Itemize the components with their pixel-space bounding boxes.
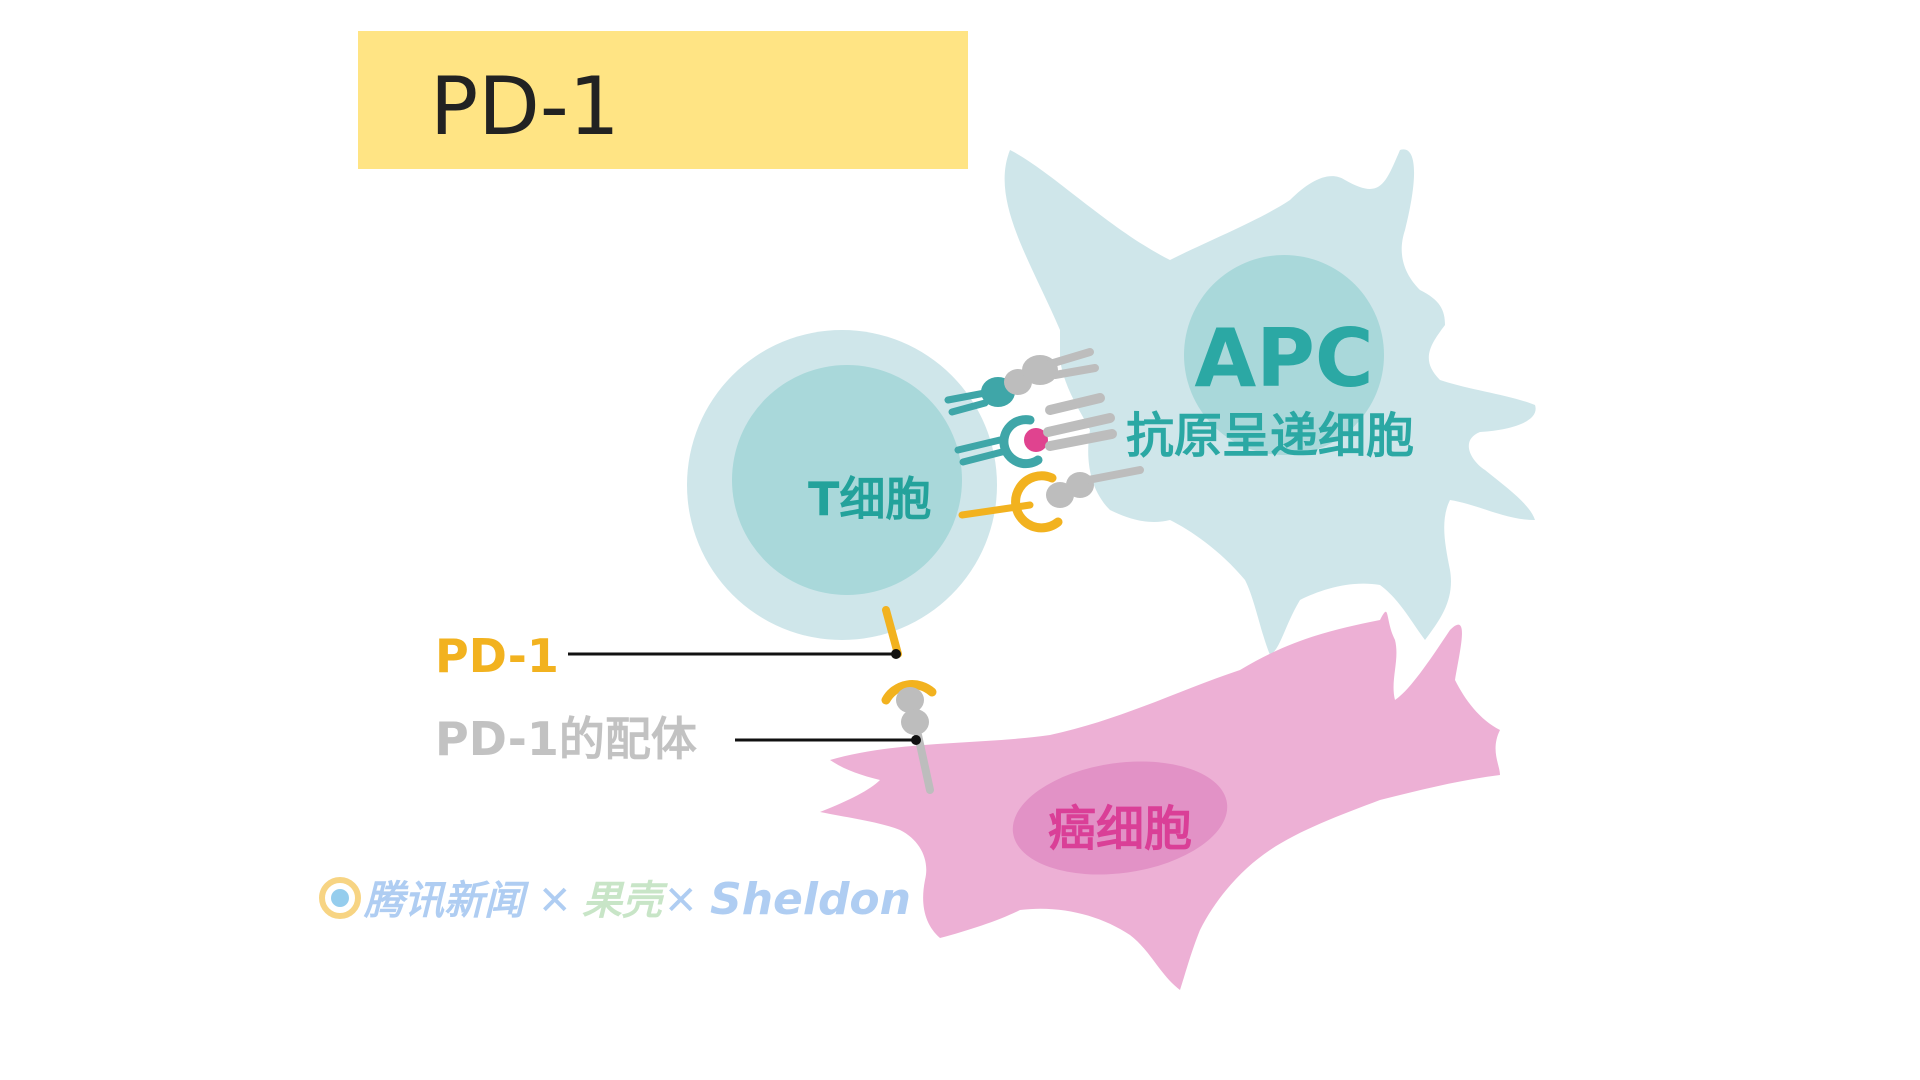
pd1-ligand-label: PD-1的配体	[435, 712, 697, 766]
watermark-part1: 腾讯新闻	[363, 878, 530, 924]
watermark-sep1: ✕	[538, 878, 572, 924]
ligand-leader-dot	[911, 735, 921, 745]
t-cell-label-text: T细胞	[808, 472, 931, 526]
title-bar	[358, 31, 968, 169]
apc-label: APC	[1194, 312, 1373, 405]
pd1-label: PD-1	[435, 629, 559, 683]
receptor-pair-top	[944, 348, 1099, 416]
cancer-nucleus	[1012, 761, 1228, 875]
cancer-cell-label: 癌细胞	[1048, 801, 1192, 857]
apc-full-label: 抗原呈递细胞	[1126, 408, 1414, 464]
watermark-part2: 果壳	[582, 878, 668, 924]
watermark: 腾讯新闻 ✕ 果壳 ✕ Sheldon	[319, 874, 911, 925]
page-title: PD-1	[430, 60, 620, 153]
t-cell-nucleus	[732, 365, 962, 595]
watermark-part3: Sheldon	[710, 874, 911, 925]
antigen	[1024, 428, 1048, 452]
tencent-news-logo	[319, 877, 361, 919]
pd1-pair-apc	[958, 466, 1144, 533]
pd1-pair-cancer	[881, 606, 937, 794]
watermark-sep2: ✕	[664, 878, 698, 924]
receptor-pair-middle	[954, 393, 1117, 469]
pd1-leader-dot	[891, 649, 901, 659]
t-cell-label: T细胞	[808, 472, 931, 526]
apc-nucleus	[1184, 255, 1384, 455]
